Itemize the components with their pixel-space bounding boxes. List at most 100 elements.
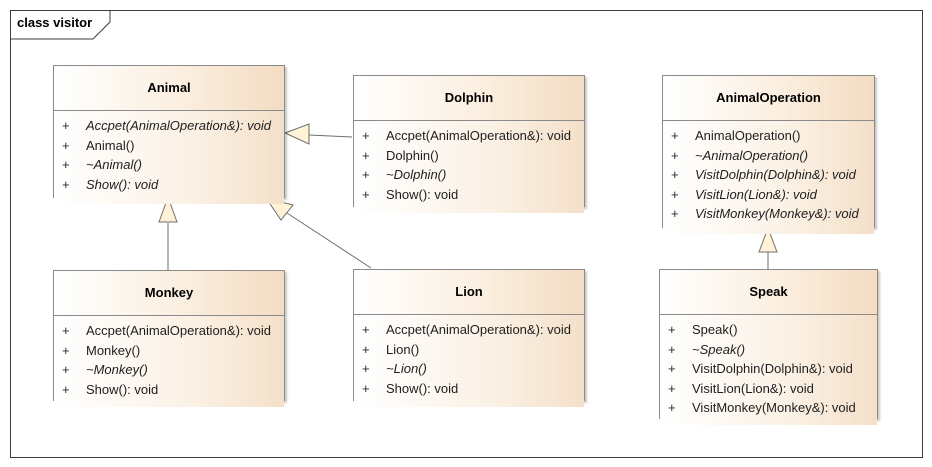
operation-signature: Show(): void <box>86 381 159 397</box>
operation-signature: Show(): void <box>386 186 459 202</box>
class-lion[interactable]: Lion + Accpet(AnimalOperation&): void + Li… <box>353 269 585 407</box>
visibility-marker: + <box>62 137 70 153</box>
class-animal[interactable]: Animal + Accpet(AnimalOperation&): void +… <box>53 65 285 204</box>
visibility-marker: + <box>362 322 370 337</box>
visibility-marker: + <box>668 341 676 357</box>
visibility-marker: + <box>362 147 370 163</box>
visibility-marker: + <box>668 322 676 337</box>
operation-row[interactable]: + VisitMonkey(Monkey&): void <box>660 398 877 418</box>
generalization-monkey-animal[interactable] <box>158 195 178 270</box>
operation-signature: Speak() <box>692 322 738 337</box>
operation-row[interactable]: + Show(): void <box>354 379 584 399</box>
operation-signature: Monkey() <box>86 342 141 358</box>
visibility-marker: + <box>362 380 370 396</box>
operation-row[interactable]: + ~Monkey() <box>54 360 284 380</box>
visibility-marker: + <box>62 118 70 133</box>
operation-row[interactable]: + ~Speak() <box>660 340 877 360</box>
operation-row[interactable]: + Animal() <box>54 136 284 156</box>
operation-signature: Lion() <box>386 341 420 357</box>
visibility-marker: + <box>62 381 70 397</box>
operation-signature: ~AnimalOperation() <box>695 147 809 163</box>
operation-signature: Dolphin() <box>386 147 439 163</box>
operation-signature: ~Dolphin() <box>386 167 447 182</box>
class-dolphin[interactable]: Dolphin + Accpet(AnimalOperation&): void … <box>353 75 585 213</box>
visibility-marker: + <box>671 147 679 163</box>
operation-row[interactable]: + Accpet(AnimalOperation&): void <box>354 320 584 340</box>
frame-title-tab <box>10 10 111 40</box>
operation-row[interactable]: + ~Animal() <box>54 155 284 175</box>
operation-signature: Show(): void <box>386 380 459 396</box>
visibility-marker: + <box>362 341 370 357</box>
visibility-marker: + <box>668 400 676 415</box>
operation-row[interactable]: + VisitMonkey(Monkey&): void <box>663 204 874 224</box>
class-name: AnimalOperation <box>663 76 874 121</box>
operation-row[interactable]: + Show(): void <box>54 380 284 400</box>
operation-row[interactable]: + Accpet(AnimalOperation&): void <box>54 321 284 341</box>
operation-row[interactable]: +VisitDolphin(Dolphin&): void <box>663 165 874 185</box>
visibility-marker: + <box>62 323 70 338</box>
operations-compartment: + AnimalOperation() + ~AnimalOperation() +… <box>663 121 874 234</box>
visibility-marker: + <box>671 128 679 143</box>
operations-compartment: + Speak() + ~Speak() + VisitDolphin(Dolphin… <box>660 315 877 425</box>
class-name: Dolphin <box>354 76 584 121</box>
visibility-marker: + <box>62 157 70 172</box>
operation-signature: ~Monkey() <box>86 362 148 377</box>
class-animal-operation[interactable]: AnimalOperation + AnimalOperation() + ~Ani… <box>662 75 875 234</box>
operation-row[interactable]: + AnimalOperation() <box>663 126 874 146</box>
operation-row[interactable]: + Speak() <box>660 320 877 340</box>
visibility-marker: + <box>668 380 676 396</box>
operation-row[interactable]: + Accpet(AnimalOperation&): void <box>354 126 584 146</box>
operation-row[interactable]: + Accpet(AnimalOperation&): void <box>54 116 284 136</box>
operation-row[interactable]: + VisitLion(Lion&): void <box>663 185 874 205</box>
operation-row[interactable]: +Show(): void <box>354 185 584 205</box>
visibility-marker: + <box>668 361 676 376</box>
operation-row[interactable]: + Lion() <box>354 340 584 360</box>
operation-row[interactable]: +~Lion() <box>354 359 584 379</box>
operation-row[interactable]: + Dolphin() <box>354 146 584 166</box>
operation-signature: VisitLion(Lion&): void <box>692 380 814 396</box>
visibility-marker: + <box>62 342 70 358</box>
frame-title: class visitor <box>17 15 93 30</box>
generalization-speak-animaloperation[interactable] <box>758 226 778 269</box>
operations-compartment: + Accpet(AnimalOperation&): void + Dolphin… <box>354 121 584 213</box>
operation-row[interactable]: + Monkey() <box>54 341 284 361</box>
visibility-marker: + <box>62 176 70 192</box>
visibility-marker: + <box>671 167 679 182</box>
generalization-dolphin-animal[interactable] <box>283 123 353 145</box>
visibility-marker: + <box>362 128 370 143</box>
operation-signature: Accpet(AnimalOperation&): void <box>386 322 571 337</box>
operation-signature: Animal() <box>86 137 135 153</box>
visibility-marker: + <box>671 186 679 202</box>
operation-signature: Accpet(AnimalOperation&): void <box>86 323 271 338</box>
diagram-frame <box>10 10 923 458</box>
operation-row[interactable]: + VisitLion(Lion&): void <box>660 379 877 399</box>
operation-row[interactable]: + ~AnimalOperation() <box>663 146 874 166</box>
operation-signature: Accpet(AnimalOperation&): void <box>386 128 571 143</box>
operations-compartment: + Accpet(AnimalOperation&): void + Monkey(… <box>54 316 284 407</box>
class-name: Speak <box>660 270 877 315</box>
visibility-marker: + <box>362 167 370 182</box>
visibility-marker: + <box>671 206 679 221</box>
operation-signature: Show(): void <box>86 176 159 192</box>
class-speak[interactable]: Speak + Speak() + ~Speak() + VisitDolphin(D… <box>659 269 878 425</box>
operation-row[interactable]: + VisitDolphin(Dolphin&): void <box>660 359 877 379</box>
operation-signature: Accpet(AnimalOperation&): void <box>86 118 271 133</box>
operations-compartment: + Accpet(AnimalOperation&): void + Animal(… <box>54 111 284 204</box>
operation-signature: ~Lion() <box>386 361 427 376</box>
class-name: Animal <box>54 66 284 111</box>
class-name: Lion <box>354 270 584 315</box>
operation-signature: VisitDolphin(Dolphin&): void <box>692 361 853 376</box>
class-monkey[interactable]: Monkey + Accpet(AnimalOperation&): void +… <box>53 270 285 407</box>
operations-compartment: +Accpet(AnimalOperation&): void +Lion() … <box>354 315 584 407</box>
operation-row[interactable]: + Show(): void <box>54 175 284 195</box>
operation-signature: ~Animal() <box>86 157 142 172</box>
operation-signature: VisitMonkey(Monkey&): void <box>695 206 859 221</box>
class-name: Monkey <box>54 271 284 316</box>
operation-signature: VisitMonkey(Monkey&): void <box>692 400 856 415</box>
operation-row[interactable]: + ~Dolphin() <box>354 165 584 185</box>
operation-signature: AnimalOperation() <box>695 128 801 143</box>
visibility-marker: + <box>62 362 70 377</box>
operation-signature: ~Speak() <box>692 341 746 357</box>
operation-signature: VisitLion(Lion&): void <box>695 186 817 202</box>
